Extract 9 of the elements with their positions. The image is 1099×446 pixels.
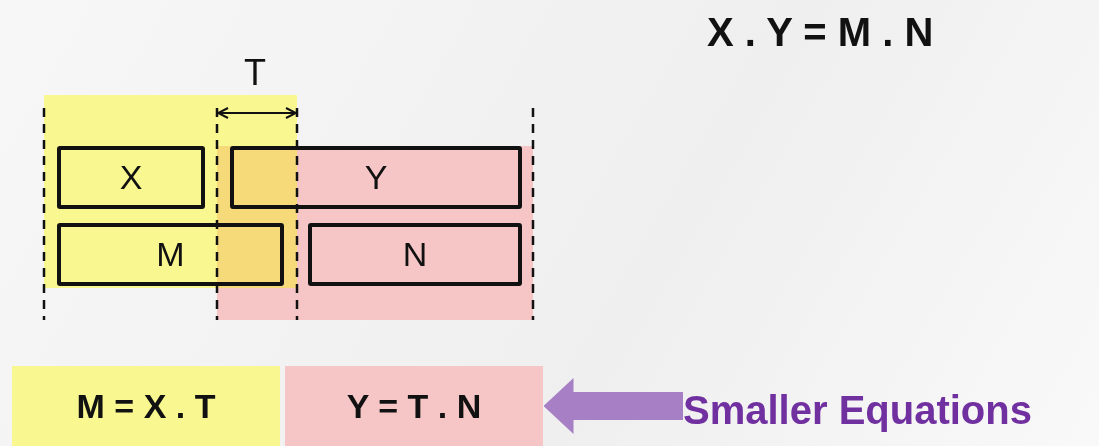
equation-box: M = X . T [12,366,280,446]
segment-box: X [57,146,205,209]
segment-box: M [57,223,284,286]
segment-box: N [308,223,522,286]
equation-box: Y = T . N [285,366,543,446]
dimension-label: T [244,52,266,94]
segment-box: Y [230,146,522,209]
equation-caption: Smaller Equations [683,387,1032,433]
main-equation: X . Y = M . N [707,10,934,55]
